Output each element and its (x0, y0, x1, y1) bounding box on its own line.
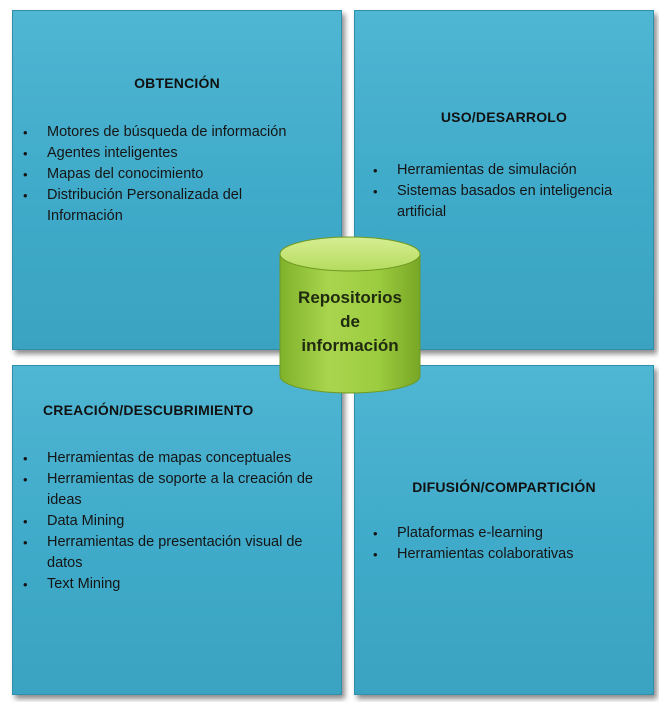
list-item: Herramientas de simulación (369, 160, 649, 181)
quadrant-creacion-descubrimiento: CREACIÓN/DESCUBRIMIENTO Herramientas de … (12, 365, 342, 695)
quadrant-title: OBTENCIÓN (134, 75, 220, 91)
quadrant-list: Plataformas e-learning Herramientas cola… (369, 523, 649, 565)
quadrant-obtencion: OBTENCIÓN Motores de búsqueda de informa… (12, 10, 342, 350)
quadrant-list: Motores de búsqueda de información Agent… (19, 122, 319, 227)
quadrant-list: Herramientas de simulación Sistemas basa… (369, 160, 649, 223)
list-item: Motores de búsqueda de información (19, 122, 319, 143)
quadrant-difusion-comparticion: DIFUSIÓN/COMPARTICIÓN Plataformas e-lear… (354, 365, 654, 695)
center-label-line: de (340, 312, 360, 331)
list-item: Plataformas e-learning (369, 523, 649, 544)
list-item: Data Mining (19, 511, 319, 532)
center-label-line: información (301, 336, 399, 355)
repository-cylinder: Repositorios de información (279, 236, 421, 396)
list-item: Herramientas colaborativas (369, 544, 649, 565)
quadrant-title: DIFUSIÓN/COMPARTICIÓN (412, 479, 596, 495)
quadrant-title: USO/DESARROLO (440, 109, 568, 125)
list-item: Herramientas de presentación visual de d… (19, 532, 319, 574)
list-item: Herramientas de mapas conceptuales (19, 448, 319, 469)
list-item: Herramientas de soporte a la creación de… (19, 469, 319, 511)
quadrant-list: Herramientas de mapas conceptuales Herra… (19, 448, 319, 595)
quadrant-title: CREACIÓN/DESCUBRIMIENTO (43, 402, 254, 418)
list-item: Agentes inteligentes (19, 143, 319, 164)
list-item: Distribución Personalizada del Informaci… (19, 185, 319, 227)
list-item: Mapas del conocimiento (19, 164, 319, 185)
list-item: Text Mining (19, 574, 319, 595)
center-label-line: Repositorios (298, 288, 402, 307)
cylinder-shape (279, 236, 421, 394)
center-label: Repositorios de información (279, 286, 421, 358)
list-item: Sistemas basados en inteligencia artific… (369, 181, 649, 223)
